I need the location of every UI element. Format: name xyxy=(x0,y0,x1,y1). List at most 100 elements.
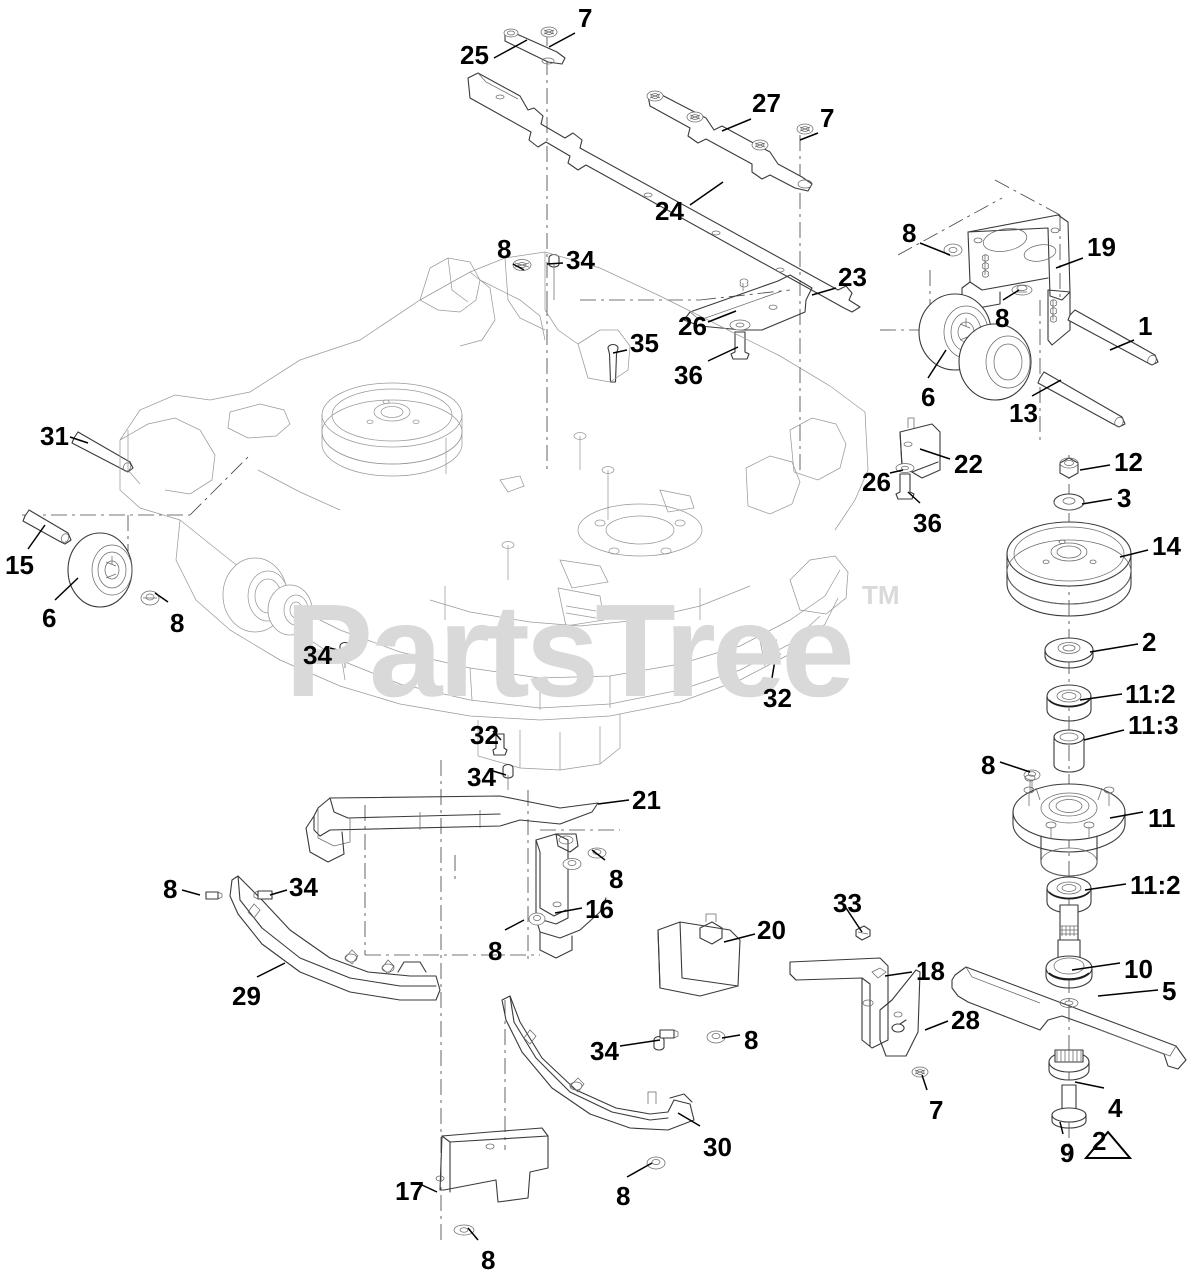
part-25-bracket xyxy=(503,28,566,65)
leader-6 xyxy=(927,349,947,379)
part-29-baffle xyxy=(229,875,441,1001)
leader-1 xyxy=(1109,339,1135,351)
part-6-caster-wheel-ur-2 xyxy=(958,323,1032,401)
leader-11-2 xyxy=(1079,693,1123,701)
part-8-nut-16c xyxy=(528,912,546,926)
part-24-baffle xyxy=(467,72,861,313)
leader-2 xyxy=(1089,643,1139,653)
leader-5 xyxy=(1097,989,1159,997)
leader-7 xyxy=(799,132,819,141)
callout-33: 33 xyxy=(833,888,862,918)
leader-22 xyxy=(919,448,951,460)
leader-11-2 xyxy=(1084,883,1127,891)
leader-14 xyxy=(1119,549,1149,558)
callout-35: 35 xyxy=(630,328,659,358)
callout-12: 12 xyxy=(1114,447,1143,477)
leader-33 xyxy=(845,907,863,933)
part-34-pin-upper xyxy=(548,254,560,300)
callout-26: 26 xyxy=(678,311,707,341)
callout-11-2: 11:2 xyxy=(1125,679,1176,709)
callout-8: 8 xyxy=(609,864,624,894)
part-12-nut xyxy=(1059,457,1079,479)
part-33-fastener xyxy=(855,925,871,941)
leader-8 xyxy=(154,592,169,603)
part-9-blade-bolt xyxy=(1051,1084,1087,1129)
callout-13: 13 xyxy=(1009,398,1038,428)
leader-10 xyxy=(1071,962,1121,971)
callout-25: 25 xyxy=(460,40,489,70)
leader-18 xyxy=(884,971,913,977)
part-14-pulley xyxy=(1006,521,1132,617)
leader-lines xyxy=(27,32,1159,1241)
leader-23 xyxy=(811,287,837,296)
callout-11: 11 xyxy=(1148,803,1176,833)
callout-8: 8 xyxy=(981,750,996,780)
callout-26: 26 xyxy=(862,467,891,497)
callout-32: 32 xyxy=(763,683,792,713)
callout-11-2: 11:2 xyxy=(1130,870,1181,900)
part-34-pin-29 xyxy=(253,890,273,900)
callout-1: 1 xyxy=(1138,311,1153,341)
revision-triangle-note xyxy=(1083,1130,1133,1159)
callout-5: 5 xyxy=(1162,976,1177,1006)
leader-34 xyxy=(546,262,564,265)
part-26-washer-upper xyxy=(729,319,751,331)
part-35-bolt xyxy=(607,344,619,383)
callout-10: 10 xyxy=(1124,954,1153,984)
callout-7: 7 xyxy=(820,103,835,133)
leader-34 xyxy=(329,647,346,653)
part-20-plate xyxy=(657,913,741,997)
part-2-washer-upper xyxy=(1044,637,1094,669)
leader-7 xyxy=(921,1074,928,1091)
leader-29 xyxy=(256,962,286,978)
part-13-rod xyxy=(1037,371,1126,428)
callout-32: 32 xyxy=(470,720,499,750)
part-1-rod xyxy=(1067,309,1159,366)
leader-8 xyxy=(512,263,525,271)
part-15-rod xyxy=(22,509,72,545)
part-8-nut-caster-a xyxy=(943,243,963,257)
callout-8: 8 xyxy=(902,218,917,248)
part-34-pin-midleft xyxy=(339,642,351,668)
callout-24: 24 xyxy=(655,196,684,226)
leader-3 xyxy=(1081,498,1113,505)
leader-27 xyxy=(721,118,752,132)
leader-8 xyxy=(721,1034,741,1039)
part-19-caster-housing xyxy=(961,214,1071,346)
part-8-nut-30 xyxy=(646,1156,666,1170)
part-11-2-bearing-upper xyxy=(1046,684,1092,722)
part-8-washer-17 xyxy=(453,1224,475,1236)
part-7-fastener-right xyxy=(796,123,814,135)
leader-8 xyxy=(591,849,606,861)
callout-2: 2 xyxy=(1142,627,1157,657)
part-8-nut-caster-b xyxy=(1011,284,1033,296)
leader-28 xyxy=(924,1020,949,1031)
callout-15: 15 xyxy=(5,550,34,580)
part-34-pin-lowerleft xyxy=(502,764,514,790)
callout-20: 20 xyxy=(757,915,786,945)
leader-36 xyxy=(907,491,921,504)
callout-8: 8 xyxy=(616,1181,631,1211)
part-32-bolt-left xyxy=(492,733,508,756)
leader-21 xyxy=(597,799,630,805)
callout-34: 34 xyxy=(566,245,595,275)
callout-36: 36 xyxy=(913,508,942,538)
leader-30 xyxy=(677,1112,701,1127)
callout-18: 18 xyxy=(916,956,945,986)
part-23-plate xyxy=(683,274,813,331)
part-3-washer xyxy=(1053,493,1085,511)
part-28-bracket xyxy=(879,969,921,1057)
leader-8 xyxy=(1002,289,1020,301)
part-30-baffle xyxy=(501,995,695,1131)
leader-19 xyxy=(1055,257,1084,269)
callout-8: 8 xyxy=(488,936,503,966)
leader-26 xyxy=(707,310,737,323)
part-21-baffle xyxy=(305,795,599,863)
callout-23: 23 xyxy=(838,262,867,292)
leader-20 xyxy=(723,933,756,943)
callout-34: 34 xyxy=(289,872,318,902)
part-11-spindle-housing xyxy=(1012,774,1126,877)
leader-7 xyxy=(548,32,576,48)
leader-17 xyxy=(421,1184,438,1193)
